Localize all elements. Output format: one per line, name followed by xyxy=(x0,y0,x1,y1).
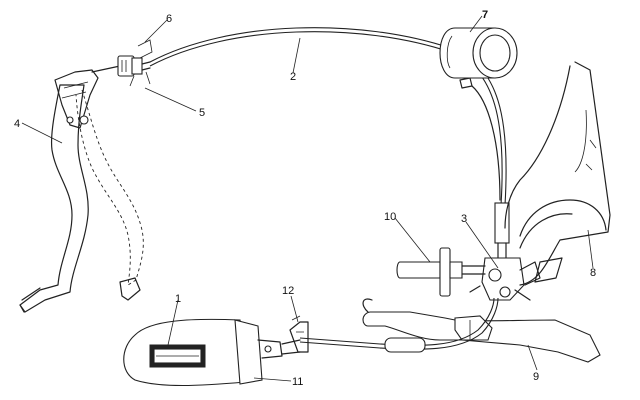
callout-6: 6 xyxy=(166,13,172,25)
cylinder-housing xyxy=(439,27,518,79)
callout-3: 3 xyxy=(461,213,467,225)
callout-8: 8 xyxy=(590,267,596,279)
callout-9: 9 xyxy=(533,371,539,383)
callout-10: 10 xyxy=(384,211,396,223)
callout-1: 1 xyxy=(175,293,181,305)
cable-clip xyxy=(289,315,309,353)
callout-labels: 1 2 3 4 5 6 7 8 9 10 11 12 xyxy=(14,9,596,388)
lower-bracket xyxy=(362,298,601,363)
pedal-assembly xyxy=(19,69,144,313)
control-module xyxy=(123,318,301,387)
callout-4: 4 xyxy=(14,118,20,130)
leader-lines xyxy=(21,15,594,382)
callout-11: 11 xyxy=(292,376,303,388)
callout-5: 5 xyxy=(199,107,205,119)
rod xyxy=(396,247,486,297)
cable-adjuster-lower xyxy=(469,202,541,301)
body-panel xyxy=(504,61,611,286)
callout-2: 2 xyxy=(290,71,296,83)
lower-cable xyxy=(299,297,499,353)
throttle-cable xyxy=(149,27,507,206)
callout-7: 7 xyxy=(482,9,488,21)
callout-12: 12 xyxy=(282,285,294,297)
cable-adjuster xyxy=(91,39,153,87)
